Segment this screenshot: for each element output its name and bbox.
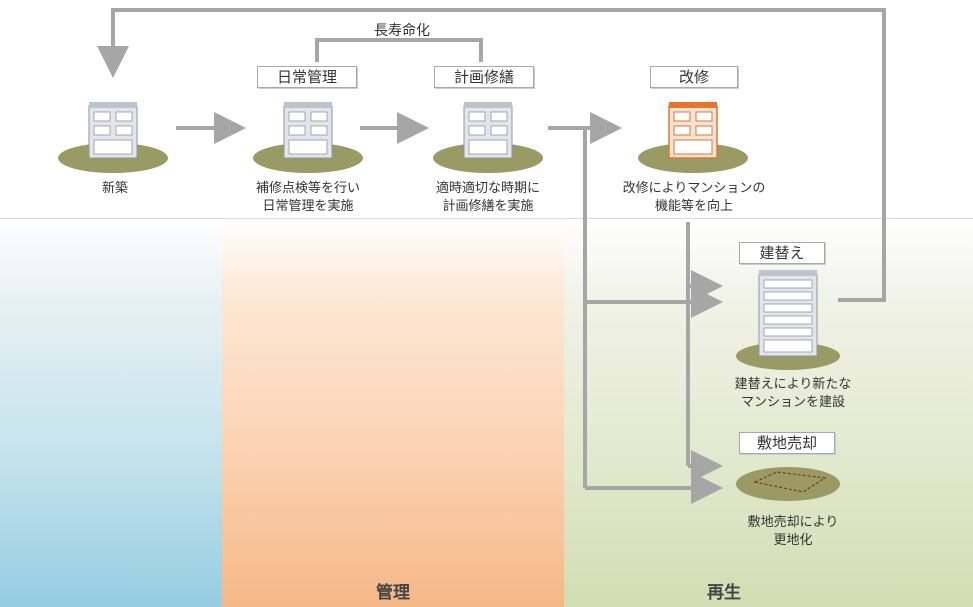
band-management xyxy=(222,218,564,607)
stage-label-planned: 計画修繕 xyxy=(434,66,534,88)
building-rebuilt-icon xyxy=(736,270,840,370)
stage-label-sell: 敷地売却 xyxy=(739,432,835,454)
building-daily-icon xyxy=(253,102,363,173)
caption-daily: 補修点検等を行い 日常管理を実施 xyxy=(255,181,360,214)
long-life-label: 長寿命化 xyxy=(374,23,430,39)
vacant-lot-icon xyxy=(736,467,840,501)
section-title-management: 管理 xyxy=(376,583,410,603)
long-life-bracket xyxy=(315,38,483,62)
caption-sell: 敷地売却により 更地化 xyxy=(747,515,839,548)
stage-label-renovate: 改修 xyxy=(650,66,738,88)
building-new-icon xyxy=(58,102,168,173)
caption-renovate: 改修によりマンションの 機能等を向上 xyxy=(622,181,766,214)
stage-label-rebuild: 建替え xyxy=(739,242,825,264)
caption-rebuild: 建替えにより新たな マンションを建設 xyxy=(734,377,852,410)
band-left xyxy=(0,218,222,607)
building-planned-icon xyxy=(433,102,543,173)
section-divider xyxy=(0,218,973,219)
section-title-regeneration: 再生 xyxy=(707,583,741,603)
building-renovated-icon xyxy=(638,102,748,173)
stage-label-daily: 日常管理 xyxy=(257,66,357,88)
caption-planned: 適時適切な時期に 計画修繕を実施 xyxy=(435,181,540,214)
caption-new: 新築 xyxy=(101,181,128,196)
loop-connector xyxy=(97,8,886,302)
